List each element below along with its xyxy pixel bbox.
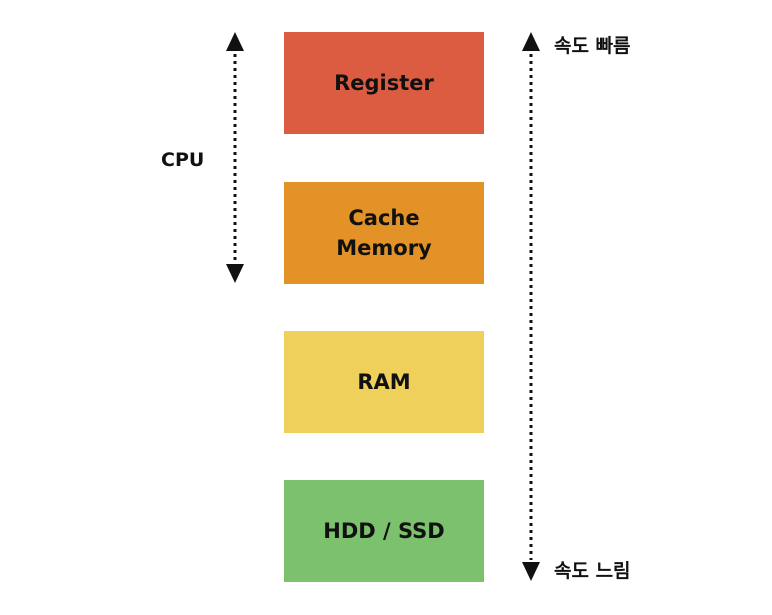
speed-fast-label: 속도 빠름 — [554, 35, 631, 57]
cache-label-line1: Cache — [348, 206, 420, 230]
ram-box: RAM — [284, 331, 484, 433]
register-box: Register — [284, 32, 484, 134]
arrow-head-up-icon — [226, 32, 244, 51]
speed-slow-label: 속도 느림 — [554, 560, 631, 582]
cache-label-line2: Memory — [336, 236, 432, 260]
cpu-label: CPU — [161, 149, 205, 171]
register-label: Register — [334, 71, 434, 95]
arrow-head-up-icon — [522, 32, 540, 51]
cache-memory-box: Cache Memory — [284, 182, 484, 284]
hdd-ssd-box: HDD / SSD — [284, 480, 484, 582]
arrow-head-down-icon — [226, 264, 244, 283]
storage-label: HDD / SSD — [323, 519, 445, 543]
ram-label: RAM — [357, 370, 411, 394]
arrow-head-down-icon — [522, 562, 540, 581]
